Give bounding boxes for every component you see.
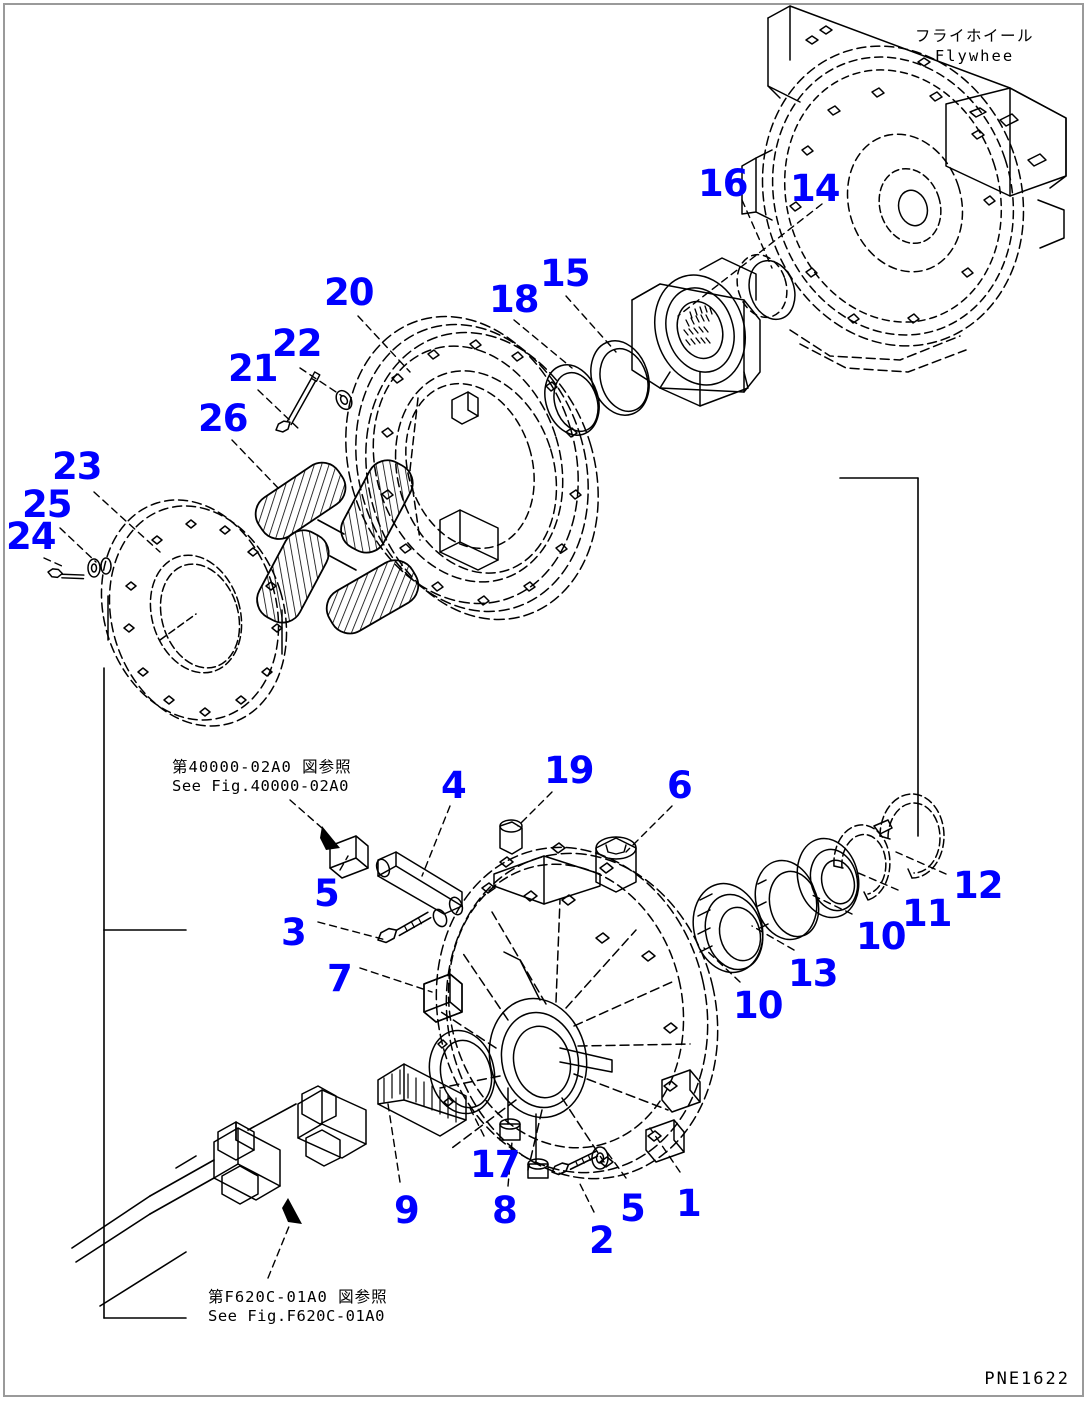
- part-5b-washer: [591, 1146, 609, 1170]
- callout-number-1: 1: [676, 1182, 702, 1225]
- part-4-rod: [375, 851, 464, 916]
- callout-number-26: 26: [198, 397, 248, 440]
- callout-number-8: 8: [492, 1189, 518, 1232]
- part-19-plug: [499, 819, 523, 855]
- part-8-pin: [499, 1087, 521, 1141]
- callout-number-6: 6: [667, 764, 693, 807]
- callout-number-15: 15: [540, 252, 590, 295]
- part-15-ring: [590, 340, 650, 416]
- callout-number-11: 11: [902, 892, 952, 935]
- reference-note-upper-en: See Fig.40000-02A0: [172, 777, 349, 795]
- callout-number-18: 18: [489, 278, 539, 321]
- callout-number-21: 21: [228, 347, 278, 390]
- callout-number-7: 7: [327, 957, 353, 1000]
- part-1-converter-housing: [423, 842, 719, 1180]
- callout-number-5: 5: [620, 1187, 646, 1230]
- reference-note-upper: 第40000-02A0 図参照 See Fig.40000-02A0: [172, 758, 352, 796]
- callout-number-14: 14: [790, 167, 840, 210]
- reference-note-lower: 第F620C-01A0 図参照 See Fig.F620C-01A0: [208, 1288, 388, 1326]
- leader-lines: [43, 199, 947, 1279]
- callout-number-5: 5: [314, 872, 340, 915]
- part-18-ring: [544, 364, 600, 436]
- callout-number-16: 16: [698, 162, 748, 205]
- part-23-flange-plate: [100, 499, 288, 727]
- part-6-bushing: [595, 836, 637, 893]
- reference-note-lower-jp: 第F620C-01A0 図参照: [208, 1288, 388, 1306]
- part-24-25-bolt-washer: [47, 557, 112, 580]
- part-10b-bearing: [796, 837, 860, 919]
- flywheel-housing-assembly: [736, 5, 1067, 373]
- part-14-spline-hub: [631, 257, 761, 407]
- part-9-drive-shaft: [71, 1063, 467, 1307]
- part-5a-bracket: [320, 826, 369, 879]
- part-17-ring: [428, 1029, 496, 1115]
- part-2-bolt: [551, 1150, 599, 1176]
- callout-number-2: 2: [589, 1219, 615, 1262]
- callout-number-25: 25: [22, 483, 72, 526]
- part-16-ring: [748, 259, 796, 321]
- callout-number-19: 19: [544, 749, 594, 792]
- universal-joint: [71, 1103, 302, 1307]
- part-12-snap-ring: [873, 793, 945, 879]
- flywheel-label-en: Flywhee: [934, 47, 1015, 65]
- callout-number-13: 13: [788, 952, 838, 995]
- callout-number-10: 10: [733, 984, 783, 1027]
- reference-note-lower-en: See Fig.F620C-01A0: [208, 1307, 385, 1325]
- reference-note-upper-jp: 第40000-02A0 図参照: [172, 758, 352, 776]
- callout-number-23: 23: [52, 445, 102, 488]
- part-13-bearing: [692, 882, 764, 974]
- part-10a-collar: [754, 859, 820, 941]
- flywheel-label-jp: フライホイール: [915, 27, 1035, 45]
- callout-number-4: 4: [441, 764, 467, 807]
- callout-number-9: 9: [394, 1189, 420, 1232]
- callout-number-3: 3: [281, 911, 307, 954]
- part-26-rubber-blocks: [254, 459, 420, 635]
- callout-number-22: 22: [272, 322, 322, 365]
- flywheel-label: フライホイール Flywhee: [915, 26, 1034, 66]
- part-20-damper-drum: [345, 315, 599, 621]
- callout-number-12: 12: [953, 864, 1003, 907]
- callout-number-10: 10: [856, 915, 906, 958]
- part-3-bolt: [377, 908, 448, 944]
- callout-number-17: 17: [470, 1143, 520, 1186]
- page-code: PNE1622: [984, 1369, 1070, 1389]
- callout-number-20: 20: [324, 271, 374, 314]
- section-bracket-lines: [103, 477, 919, 1319]
- callout-number-24: 24: [6, 515, 56, 558]
